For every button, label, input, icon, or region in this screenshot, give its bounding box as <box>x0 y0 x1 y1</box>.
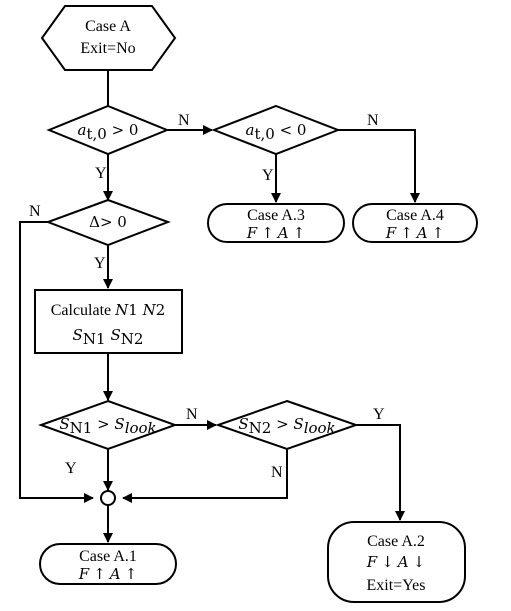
start-hexagon <box>40 5 177 71</box>
merge-node <box>100 490 116 506</box>
decision-5-label: SN2 > Slook <box>238 415 335 437</box>
case-a4-title: Case A.4 <box>386 207 444 224</box>
case-a3-title: Case A.3 <box>247 207 305 224</box>
label-d2-no: N <box>367 112 379 129</box>
label-d4-yes: Y <box>65 460 77 477</box>
decision-delta-positive: Δ> 0 <box>45 198 171 247</box>
decision-sn2-gt-slook: SN2 > Slook <box>214 399 360 451</box>
case-a2-box <box>327 521 466 603</box>
label-d2-yes: Y <box>262 167 274 184</box>
start-line2: Exit=No <box>80 40 135 57</box>
case-a2-node: Case A.2 F↓A↓ Exit=Yes <box>327 521 466 603</box>
label-d3-no: N <box>29 203 41 220</box>
start-line1: Case A <box>85 18 131 35</box>
case-a1-box <box>39 543 177 585</box>
decision-diamond-4 <box>38 399 178 451</box>
start-node: Case A Exit=No <box>40 5 177 71</box>
decision-at0-negative: at,0 < 0 <box>211 104 341 156</box>
connectors <box>19 70 420 543</box>
calculate-box <box>34 289 183 354</box>
case-a2-formula: F↓A↓ <box>366 553 425 571</box>
label-d1-yes: Y <box>95 165 107 182</box>
label-d4-no: N <box>186 406 198 423</box>
case-a4-box <box>352 203 478 243</box>
case-a2-exit: Exit=Yes <box>367 577 426 594</box>
case-a4-formula: F↑A↑ <box>385 224 444 242</box>
decision-sn1-gt-slook: SN1 > Slook <box>38 399 178 451</box>
label-d1-no: N <box>178 112 190 129</box>
edge-d5-a2 <box>356 424 405 521</box>
decision-3-label: Δ> 0 <box>89 213 127 231</box>
decision-1-label: at,0 > 0 <box>78 121 139 143</box>
edge-d3-merge <box>19 221 94 503</box>
case-a3-box <box>207 203 345 243</box>
case-a1-title: Case A.1 <box>79 548 137 565</box>
edge-d5-merge <box>122 449 288 503</box>
label-d5-yes: Y <box>373 406 385 423</box>
case-a3-node: Case A.3 F↑A↑ <box>207 203 345 243</box>
decision-diamond-2 <box>211 104 341 156</box>
case-a2-title: Case A.2 <box>367 533 425 550</box>
decision-at0-positive: at,0 > 0 <box>46 104 170 156</box>
decision-4-label: SN1 > Slook <box>59 415 156 437</box>
case-a3-formula: F↑A↑ <box>246 224 305 242</box>
decision-2-label: at,0 < 0 <box>246 121 307 143</box>
decision-diamond-5 <box>214 399 360 451</box>
label-d5-no: N <box>271 464 283 481</box>
edge-d2-a4 <box>338 129 420 203</box>
edge-labels: N Y N Y N Y N Y Y N <box>29 112 385 481</box>
case-a4-node: Case A.4 F↑A↑ <box>352 203 478 243</box>
case-a1-node: Case A.1 F↑A↑ <box>39 543 177 585</box>
label-d3-yes: Y <box>94 255 106 272</box>
decision-diamond-3 <box>45 198 171 247</box>
decision-diamond-1 <box>46 104 170 156</box>
calculate-line1: Calculate N1 N2 <box>51 301 166 319</box>
case-a1-formula: F↑A↑ <box>78 565 137 583</box>
